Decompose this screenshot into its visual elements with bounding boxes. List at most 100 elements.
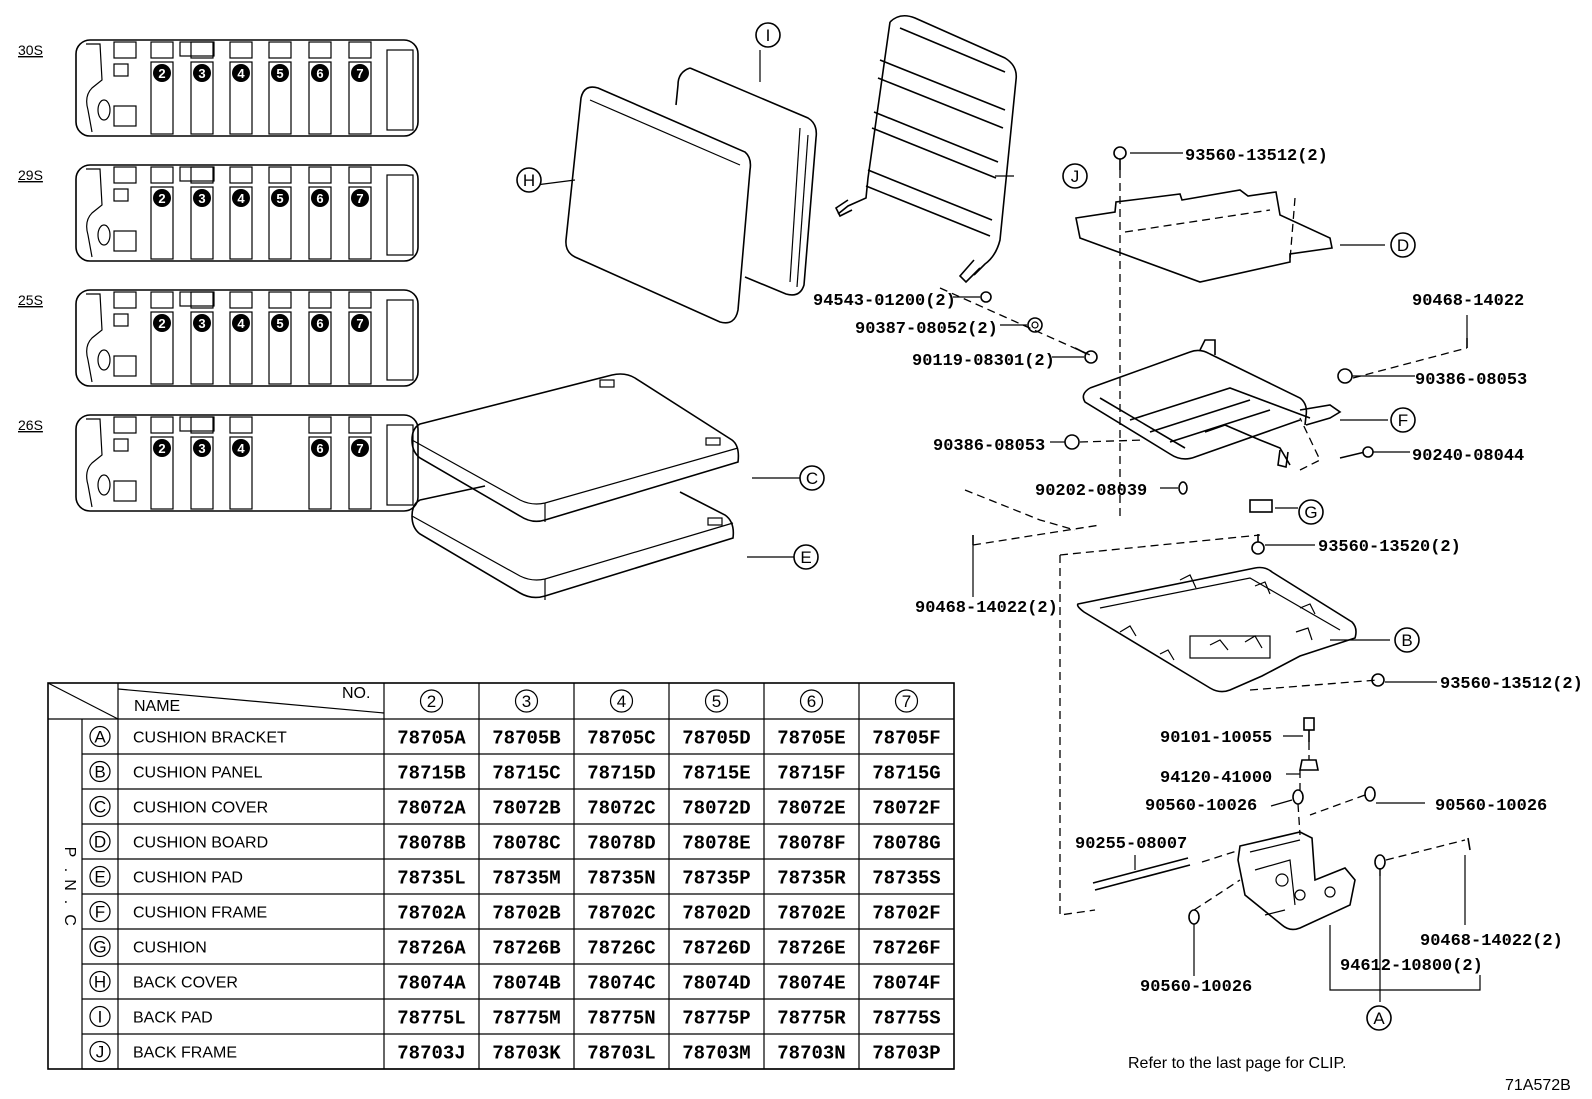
row-code: 78074C bbox=[587, 973, 655, 995]
table-header-name: NAME bbox=[134, 698, 180, 715]
row-code: 78775L bbox=[397, 1008, 465, 1030]
row-code: 78775P bbox=[682, 1008, 750, 1030]
cushion-frame-drawing bbox=[1082, 339, 1342, 468]
row-code: 78705C bbox=[587, 728, 655, 750]
row-code: 78715B bbox=[397, 763, 465, 785]
assembly-lines bbox=[939, 170, 1468, 916]
row-key: H bbox=[94, 973, 106, 992]
seat-number: 3 bbox=[198, 66, 205, 81]
part-number-label: 90560-10026 bbox=[1435, 797, 1547, 816]
part-number-label: 94612-10800(2) bbox=[1340, 957, 1483, 976]
cushion-drawing bbox=[1249, 499, 1273, 513]
cushion-cover-drawing bbox=[411, 373, 740, 523]
part-number-label: 94543-01200(2) bbox=[813, 292, 956, 311]
row-code: 78074A bbox=[397, 973, 466, 995]
row-code: 78702B bbox=[492, 903, 560, 925]
back-pad-drawing bbox=[675, 67, 818, 296]
row-code: 78702A bbox=[397, 903, 466, 925]
row-code: 78726D bbox=[682, 938, 750, 960]
back-cover-drawing bbox=[565, 86, 752, 324]
table-column-header: 2 bbox=[427, 692, 436, 711]
row-code: 78072F bbox=[872, 798, 940, 820]
row-key: D bbox=[94, 833, 106, 852]
seat-number: 6 bbox=[316, 191, 323, 206]
seat-layout-label: 29S bbox=[18, 167, 43, 183]
part-number-label: 93560-13512(2) bbox=[1440, 675, 1583, 694]
fasteners bbox=[972, 146, 1471, 925]
row-name: CUSHION PAD bbox=[133, 870, 243, 887]
callout-e: E bbox=[800, 548, 811, 567]
seat-number: 4 bbox=[237, 441, 245, 456]
row-code: 78735R bbox=[777, 868, 846, 890]
part-number-label: 90386-08053 bbox=[933, 437, 1045, 456]
row-code: 78072B bbox=[492, 798, 560, 820]
row-code: 78078G bbox=[872, 833, 940, 855]
part-number-label: 94120-41000 bbox=[1160, 769, 1272, 788]
seat-number: 6 bbox=[316, 316, 323, 331]
seat-number: 2 bbox=[158, 441, 165, 456]
back-frame-drawing bbox=[834, 14, 1018, 284]
table-column-header: 6 bbox=[807, 692, 816, 711]
cushion-board-drawing bbox=[1075, 189, 1333, 283]
row-code: 78715E bbox=[682, 763, 750, 785]
row-code: 78072E bbox=[777, 798, 845, 820]
leader-lines bbox=[535, 50, 1481, 1002]
cushion-pad-drawing bbox=[411, 485, 735, 600]
row-name: CUSHION PANEL bbox=[133, 765, 263, 782]
part-number-label: 90560-10026 bbox=[1145, 797, 1257, 816]
pnc-label: P bbox=[61, 847, 78, 858]
row-code: 78703P bbox=[872, 1043, 940, 1065]
callout-b: B bbox=[1401, 631, 1412, 650]
table-column-header: 4 bbox=[617, 692, 626, 711]
part-number-label: 90387-08052(2) bbox=[855, 320, 998, 339]
part-number-label: 90255-08007 bbox=[1075, 835, 1187, 854]
row-code: 78715D bbox=[587, 763, 655, 785]
row-key: C bbox=[94, 798, 106, 817]
row-code: 78072D bbox=[682, 798, 750, 820]
callout-h: H bbox=[523, 171, 535, 190]
seat-number: 7 bbox=[356, 66, 363, 81]
row-name: CUSHION COVER bbox=[133, 800, 268, 817]
row-code: 78074F bbox=[872, 973, 940, 995]
row-code: 78074B bbox=[492, 973, 560, 995]
seat-number: 3 bbox=[198, 316, 205, 331]
seat-number: 7 bbox=[356, 441, 363, 456]
pnc-label: . bbox=[61, 900, 78, 904]
seat-number: 2 bbox=[158, 191, 165, 206]
row-name: CUSHION FRAME bbox=[133, 905, 267, 922]
row-name: CUSHION bbox=[133, 940, 207, 957]
row-code: 78775S bbox=[872, 1008, 940, 1030]
table-column-header: 5 bbox=[712, 692, 721, 711]
part-number-label: 90386-08053 bbox=[1415, 371, 1527, 390]
part-number-label: 90560-10026 bbox=[1140, 978, 1252, 997]
row-code: 78775R bbox=[777, 1008, 846, 1030]
row-name: BACK COVER bbox=[133, 975, 238, 992]
seat-layout-label: 30S bbox=[18, 42, 43, 58]
row-code: 78705E bbox=[777, 728, 845, 750]
cushion-bracket-drawing bbox=[1237, 831, 1356, 931]
figure-id: 71A572B bbox=[1505, 1077, 1571, 1094]
row-code: 78705F bbox=[872, 728, 940, 750]
callout-g: G bbox=[1304, 503, 1317, 522]
callout-f: F bbox=[1398, 411, 1408, 430]
row-code: 78078B bbox=[397, 833, 465, 855]
row-code: 78703L bbox=[587, 1043, 655, 1065]
seat-number: 6 bbox=[316, 66, 323, 81]
row-code: 78703K bbox=[492, 1043, 561, 1065]
row-code: 78735M bbox=[492, 868, 560, 890]
seat-number: 4 bbox=[237, 66, 245, 81]
clip-note: Refer to the last page for CLIP. bbox=[1128, 1055, 1347, 1072]
row-key: E bbox=[94, 868, 105, 887]
